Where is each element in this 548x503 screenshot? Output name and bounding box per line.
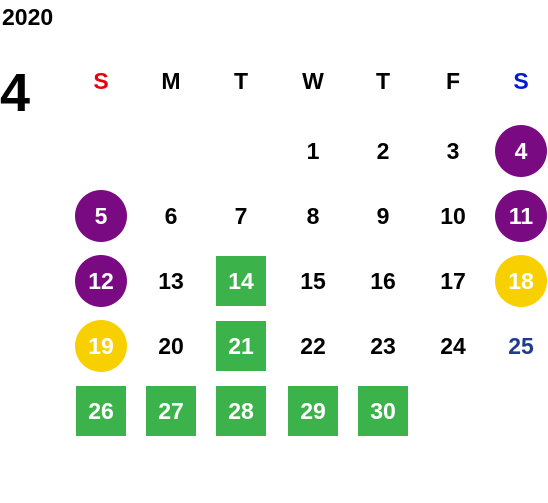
calendar-month: 4 bbox=[0, 63, 31, 123]
day-28: 28 bbox=[216, 386, 266, 436]
day-5: 5 bbox=[75, 190, 127, 242]
day-17: 17 bbox=[440, 268, 466, 294]
day-19: 19 bbox=[75, 320, 127, 372]
day-11: 11 bbox=[495, 190, 547, 242]
weekday-label-fri: F bbox=[445, 68, 461, 94]
day-25: 25 bbox=[508, 333, 534, 359]
weekday-label-sun: S bbox=[93, 68, 109, 94]
weekday-label-tue: T bbox=[233, 68, 249, 94]
weekday-label-thu: T bbox=[375, 68, 391, 94]
weekday-label-wed: W bbox=[302, 68, 324, 94]
day-20: 20 bbox=[158, 333, 184, 359]
day-14: 14 bbox=[216, 256, 266, 306]
weekday-label-sat: S bbox=[513, 68, 529, 94]
day-12: 12 bbox=[75, 255, 127, 307]
day-15: 15 bbox=[300, 268, 326, 294]
calendar-year: 2020 bbox=[2, 4, 54, 30]
day-8: 8 bbox=[306, 203, 320, 229]
day-6: 6 bbox=[164, 203, 178, 229]
day-7: 7 bbox=[234, 203, 248, 229]
day-23: 23 bbox=[370, 333, 396, 359]
day-4: 4 bbox=[495, 125, 547, 177]
weekday-label-mon: M bbox=[161, 68, 181, 94]
day-26: 26 bbox=[76, 386, 126, 436]
day-10: 10 bbox=[440, 203, 466, 229]
day-2: 2 bbox=[376, 138, 390, 164]
day-3: 3 bbox=[446, 138, 460, 164]
day-27: 27 bbox=[146, 386, 196, 436]
day-21: 21 bbox=[216, 321, 266, 371]
day-1: 1 bbox=[306, 138, 320, 164]
day-24: 24 bbox=[440, 333, 466, 359]
day-9: 9 bbox=[376, 203, 390, 229]
day-22: 22 bbox=[300, 333, 326, 359]
day-13: 13 bbox=[158, 268, 184, 294]
day-18: 18 bbox=[495, 255, 547, 307]
day-30: 30 bbox=[358, 386, 408, 436]
day-29: 29 bbox=[288, 386, 338, 436]
day-16: 16 bbox=[370, 268, 396, 294]
